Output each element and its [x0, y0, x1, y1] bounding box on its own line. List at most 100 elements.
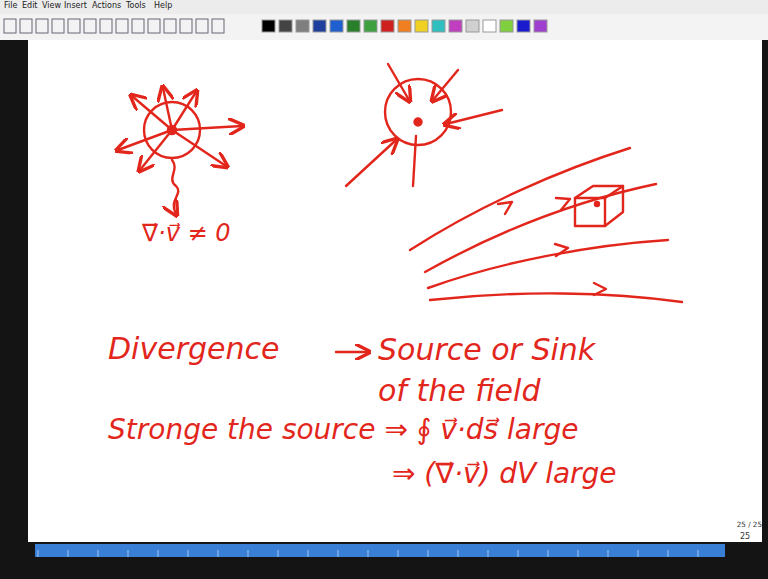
toolbar-icon	[164, 19, 176, 33]
toolbar-icon	[116, 19, 128, 33]
scroll-tick	[608, 550, 609, 557]
scroll-tick	[368, 550, 369, 557]
volume-cube	[605, 186, 623, 226]
scroll-tick	[578, 550, 579, 557]
color-swatch	[279, 20, 292, 32]
scroll-tick	[278, 550, 279, 557]
inward-arrow	[346, 140, 396, 186]
color-swatch	[262, 20, 275, 32]
toolbar-icon	[196, 19, 208, 33]
scroll-tick	[458, 550, 459, 557]
toolbar-icon	[84, 19, 96, 33]
color-swatch	[517, 20, 530, 32]
inward-arrow	[446, 110, 502, 124]
scroll-tick	[338, 550, 339, 557]
sink-dot	[415, 119, 422, 126]
field-line	[425, 184, 656, 272]
color-swatch	[432, 20, 445, 32]
color-swatch	[296, 20, 309, 32]
color-swatch	[466, 20, 479, 32]
color-swatch	[364, 20, 377, 32]
color-swatch	[449, 20, 462, 32]
definition-note: Source or Sink of the field	[378, 330, 633, 411]
outward-arrow	[163, 88, 172, 130]
color-swatch	[347, 20, 360, 32]
formula-note: ∇⃗·v⃗ ≠ 0	[142, 218, 231, 248]
volume-cube	[575, 198, 605, 226]
menu-item: Actions	[92, 1, 121, 11]
toolbar-icon	[148, 19, 160, 33]
field-arrowhead	[498, 202, 512, 214]
scroll-tick	[488, 550, 489, 557]
outward-arrow	[172, 126, 242, 130]
scroll-tick	[68, 550, 69, 557]
color-swatch	[398, 20, 411, 32]
menu-item: Edit	[22, 1, 38, 11]
outward-arrow	[140, 130, 172, 170]
scroll-tick	[218, 550, 219, 557]
statement-note: ⇒ (∇⃗·v⃗) dV large	[392, 456, 617, 491]
field-arrowhead	[556, 198, 570, 210]
toolbar-icon	[20, 19, 32, 33]
page-scroll-bar	[35, 544, 725, 557]
toolbar-icon	[36, 19, 48, 33]
scroll-tick	[638, 550, 639, 557]
scroll-tick	[248, 550, 249, 557]
menu-item: View	[42, 1, 61, 11]
color-swatch	[534, 20, 547, 32]
toolbar-icon	[4, 19, 16, 33]
volume-cube	[575, 186, 623, 198]
menu-item: Tools	[126, 1, 146, 11]
outward-arrow	[172, 130, 226, 166]
scroll-ticks	[38, 550, 698, 557]
color-swatch	[330, 20, 343, 32]
bottom-frame	[28, 542, 762, 579]
color-swatch	[381, 20, 394, 32]
color-swatch	[483, 20, 496, 32]
scroll-tick	[698, 550, 699, 557]
implies-arrow	[336, 351, 368, 353]
scroll-tick	[158, 550, 159, 557]
scroll-tick	[188, 550, 189, 557]
menu-item: Insert	[64, 1, 87, 11]
scroll-tick	[308, 550, 309, 557]
pointer-arrow	[172, 160, 178, 214]
toolbar-icon	[100, 19, 112, 33]
field-arrowhead	[594, 283, 606, 295]
color-swatch	[415, 20, 428, 32]
color-palette	[262, 20, 547, 32]
field-line	[410, 148, 630, 250]
tool-bar	[0, 14, 768, 40]
scroll-tick	[38, 550, 39, 557]
menu-item: File	[4, 1, 17, 11]
field-arrowhead	[555, 244, 568, 256]
scroll-tick	[518, 550, 519, 557]
color-swatch	[313, 20, 326, 32]
toolbar-icon	[180, 19, 192, 33]
menu-item: Help	[154, 1, 172, 11]
scroll-tick	[98, 550, 99, 557]
heading-word: Divergence	[108, 330, 279, 368]
scroll-tick	[668, 550, 669, 557]
toolbar-icon	[212, 19, 224, 33]
menu-bar	[0, 0, 768, 14]
scroll-tick	[548, 550, 549, 557]
inward-line	[413, 136, 416, 186]
scroll-tick	[428, 550, 429, 557]
writing-canvas	[28, 40, 762, 542]
field-line	[428, 240, 668, 288]
inward-arrow	[388, 64, 409, 100]
toolbar-icon	[132, 19, 144, 33]
toolbar-icons	[4, 19, 224, 33]
cube-dot	[595, 202, 599, 206]
toolbar-icon	[68, 19, 80, 33]
field-line	[430, 293, 682, 302]
page-number: 25	[740, 532, 750, 542]
scroll-tick	[128, 550, 129, 557]
page-number: 25 / 25	[737, 520, 762, 529]
inward-arrow	[433, 70, 458, 100]
color-swatch	[500, 20, 513, 32]
